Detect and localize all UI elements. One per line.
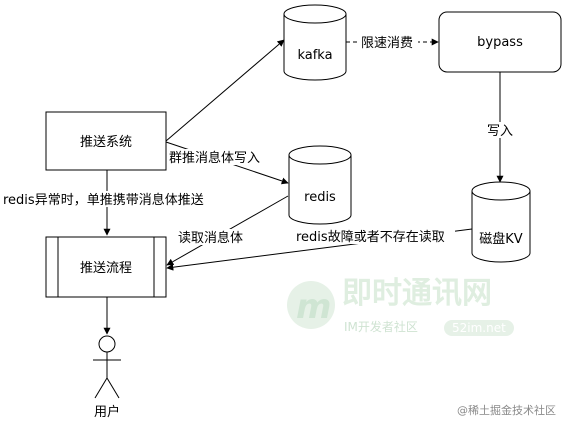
watermark-logo-icon: m xyxy=(287,281,335,329)
edge-push-to-kafka xyxy=(165,39,285,142)
credit-text: @稀土掘金技术社区 xyxy=(457,403,556,417)
label-redis-fault-read: redis故障或者不存在读取 xyxy=(296,230,445,245)
node-redis-label: redis xyxy=(304,190,336,205)
label-rate-limited-consume: 限速消费 xyxy=(361,36,413,51)
label-redis-exception: redis异常时，单推携带消息体推送 xyxy=(3,192,204,208)
node-push-flow: 推送流程 xyxy=(45,236,167,298)
watermark-subtitle: IM开发者社区 xyxy=(344,319,418,334)
watermark-site-pill xyxy=(444,320,514,336)
label-read-message: 读取消息体 xyxy=(178,230,243,246)
user-actor-icon xyxy=(93,335,121,399)
watermark-title: 即时通讯网 xyxy=(342,276,492,311)
node-bypass-label: bypass xyxy=(477,35,523,50)
label-group-push-write: 群推消息体写入 xyxy=(169,150,260,166)
node-push-system-label: 推送系统 xyxy=(80,135,132,150)
node-push-system: 推送系统 xyxy=(45,111,167,171)
node-kv-label: 磁盘KV xyxy=(479,231,523,247)
node-kv: 磁盘KV xyxy=(471,181,531,263)
node-user: 用户 xyxy=(93,335,121,420)
watermark: m 即时通讯网 IM开发者社区 52im.net xyxy=(287,276,514,336)
node-bypass: bypass xyxy=(438,11,562,73)
node-kafka-label: kafka xyxy=(297,48,332,63)
node-user-label: 用户 xyxy=(94,404,120,420)
node-redis: redis xyxy=(288,145,352,225)
watermark-site: 52im.net xyxy=(452,321,506,335)
svg-text:m: m xyxy=(296,287,331,327)
edge-labels: 限速消费 写入 群推消息体写入 redis异常时，单推携带消息体推送 读取消息体… xyxy=(2,34,516,246)
node-push-flow-label: 推送流程 xyxy=(80,261,132,276)
node-kafka: kafka xyxy=(283,4,347,81)
label-write-in: 写入 xyxy=(487,124,513,139)
